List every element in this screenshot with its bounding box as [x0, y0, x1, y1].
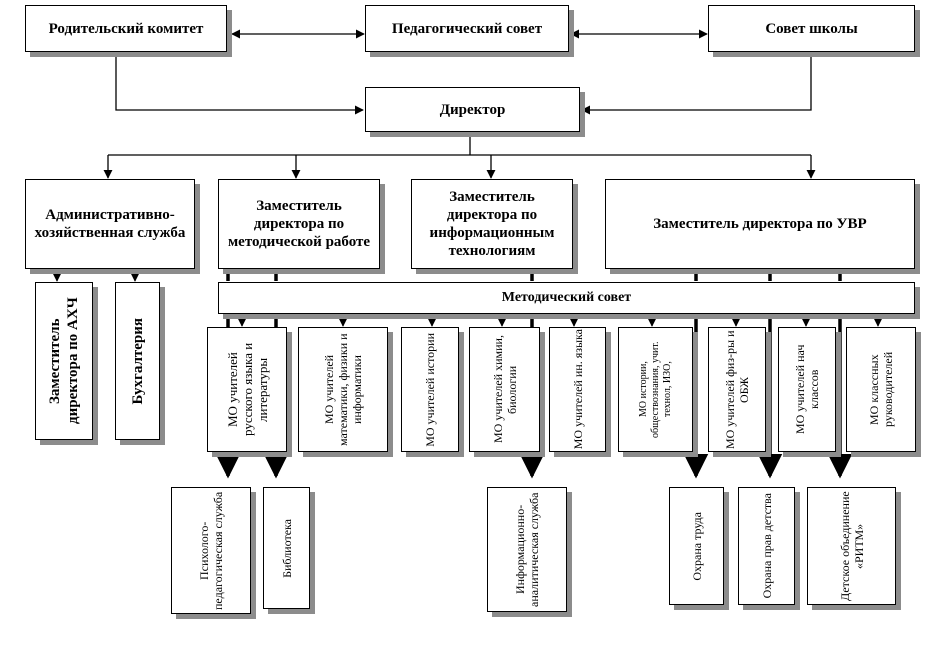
deputy-ahch-box: Заместитель директора по АХЧ — [35, 282, 93, 440]
admin-service-box: Административно-хозяйственная служба — [25, 179, 195, 269]
mo-social-box: МО истории, обществознания, учит. технол… — [618, 327, 693, 452]
child-rights-label: Охрана прав детства — [759, 493, 774, 599]
mo-pe-label: МО учителей физ-ры и ОБЖ — [723, 330, 751, 449]
info-service-box: Информационно-аналитическая служба — [487, 487, 567, 612]
mo-foreign-lang-box: МО учителей ин. языка — [549, 327, 606, 452]
mo-russian-box: МО учителей русского языка и литературы — [207, 327, 287, 452]
mo-math-box: МО учителей математики, физики и информа… — [298, 327, 388, 452]
ritm-box: Детское объединение «РИТМ» — [807, 487, 896, 605]
mo-russian-label: МО учителей русского языка и литературы — [224, 342, 270, 437]
deputy-methodical-box: Заместитель директора по методической ра… — [218, 179, 380, 269]
methodical-council-box: Методический совет — [218, 282, 915, 314]
director-label: Директор — [439, 101, 506, 118]
mo-primary-box: МО учителей нач классов — [778, 327, 836, 452]
mo-foreign-lang-label: МО учителей ин. языка — [570, 329, 585, 450]
mo-social-label: МО истории, обществознания, учит. технол… — [637, 341, 673, 438]
mo-history-box: МО учителей истории — [401, 327, 459, 452]
methodical-council-label: Методический совет — [501, 290, 632, 305]
library-box: Библиотека — [263, 487, 310, 609]
deputy-uvr-box: Заместитель директора по УВР — [605, 179, 915, 269]
mo-primary-label: МО учителей нач классов — [793, 344, 821, 435]
admin-service-label: Административно-хозяйственная служба — [34, 207, 186, 241]
psych-service-label: Психолого-педагогическая служба — [197, 491, 225, 610]
deputy-uvr-label: Заместитель директора по УВР — [653, 216, 867, 232]
library-label: Библиотека — [279, 518, 294, 578]
mo-chem-bio-box: МО учителей химии, биологии — [469, 327, 540, 452]
school-council-box: Совет школы — [708, 5, 915, 52]
deputy-it-box: Заместитель директора по информационным … — [411, 179, 573, 269]
labor-protection-label: Охрана труда — [689, 511, 704, 581]
deputy-methodical-label: Заместитель директора по методической ра… — [227, 198, 371, 250]
deputy-ahch-label: Заместитель директора по АХЧ — [47, 297, 81, 425]
school-council-label: Совет школы — [765, 20, 858, 37]
director-box: Директор — [365, 87, 580, 132]
accounting-box: Бухгалтерия — [115, 282, 160, 440]
deputy-it-label: Заместитель директора по информационным … — [429, 189, 555, 259]
mo-pe-box: МО учителей физ-ры и ОБЖ — [708, 327, 766, 452]
info-service-label: Информационно-аналитическая служба — [513, 492, 541, 607]
mo-chem-bio-label: МО учителей химии, биологии — [490, 335, 519, 444]
labor-protection-box: Охрана труда — [669, 487, 724, 605]
parent-committee-box: Родительский комитет — [25, 5, 227, 52]
psych-service-box: Психолого-педагогическая служба — [171, 487, 251, 614]
child-rights-box: Охрана прав детства — [738, 487, 795, 605]
mo-class-teachers-label: МО классных руководителей — [867, 351, 895, 428]
ped-council-label: Педагогический совет — [391, 20, 543, 37]
accounting-label: Бухгалтерия — [129, 317, 146, 405]
mo-history-label: МО учителей истории — [423, 332, 437, 447]
mo-class-teachers-box: МО классных руководителей — [846, 327, 916, 452]
parent-committee-label: Родительский комитет — [48, 20, 204, 37]
ritm-label: Детское объединение «РИТМ» — [837, 491, 866, 601]
ped-council-box: Педагогический совет — [365, 5, 569, 52]
mo-math-label: МО учителей математики, физики и информа… — [322, 333, 364, 446]
